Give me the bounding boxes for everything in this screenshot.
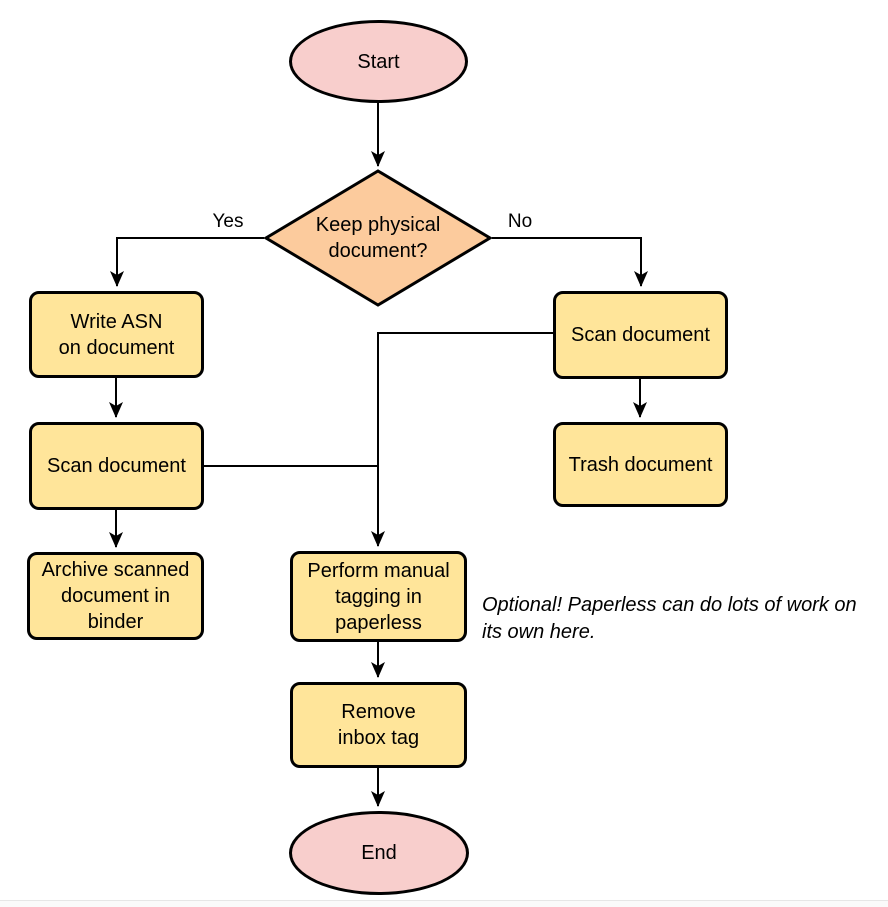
node-decision: Keep physical document? — [266, 169, 490, 307]
node-end: End — [289, 811, 469, 895]
node-write-asn-label: Write ASN on document — [58, 310, 175, 359]
optional-note: Optional! Paperless can do lots of work … — [482, 594, 857, 643]
node-end-label: End — [361, 842, 397, 864]
node-start-label: Start — [357, 50, 400, 73]
node-manual-tagging: Perform manual tagging in paperless — [290, 551, 467, 642]
page-bottom-edge — [0, 900, 888, 907]
node-archive-in-binder: Archive scanned document in binder — [27, 552, 204, 640]
node-trash-document: Trash document — [553, 422, 728, 507]
edge-decision-no-to-scan-right — [492, 237, 648, 287]
node-remove-inbox-tag-label: Remove inbox tag — [337, 701, 420, 749]
node-scan-document-left: Scan document — [29, 422, 204, 510]
edge-label-no: No — [507, 211, 533, 232]
node-scan-document-right: Scan document — [553, 291, 728, 379]
node-start: Start — [289, 20, 468, 103]
node-decision-label: Keep physical document? — [315, 214, 441, 262]
node-remove-inbox-tag: Remove inbox tag — [290, 682, 467, 768]
node-archive-in-binder-label: Archive scanned document in binder — [41, 559, 190, 633]
edge-decision-yes-to-write-asn — [110, 237, 264, 287]
edge-scan-right-to-tagging — [371, 332, 553, 547]
node-scan-document-left-label: Scan document — [47, 455, 186, 477]
node-scan-document-right-label: Scan document — [571, 324, 710, 346]
node-trash-document-label: Trash document — [568, 453, 713, 476]
edge-label-yes: Yes — [212, 211, 244, 232]
node-write-asn: Write ASN on document — [29, 291, 204, 378]
decision-diamond-shape — [263, 169, 493, 307]
node-manual-tagging-label: Perform manual tagging in paperless — [307, 559, 450, 634]
